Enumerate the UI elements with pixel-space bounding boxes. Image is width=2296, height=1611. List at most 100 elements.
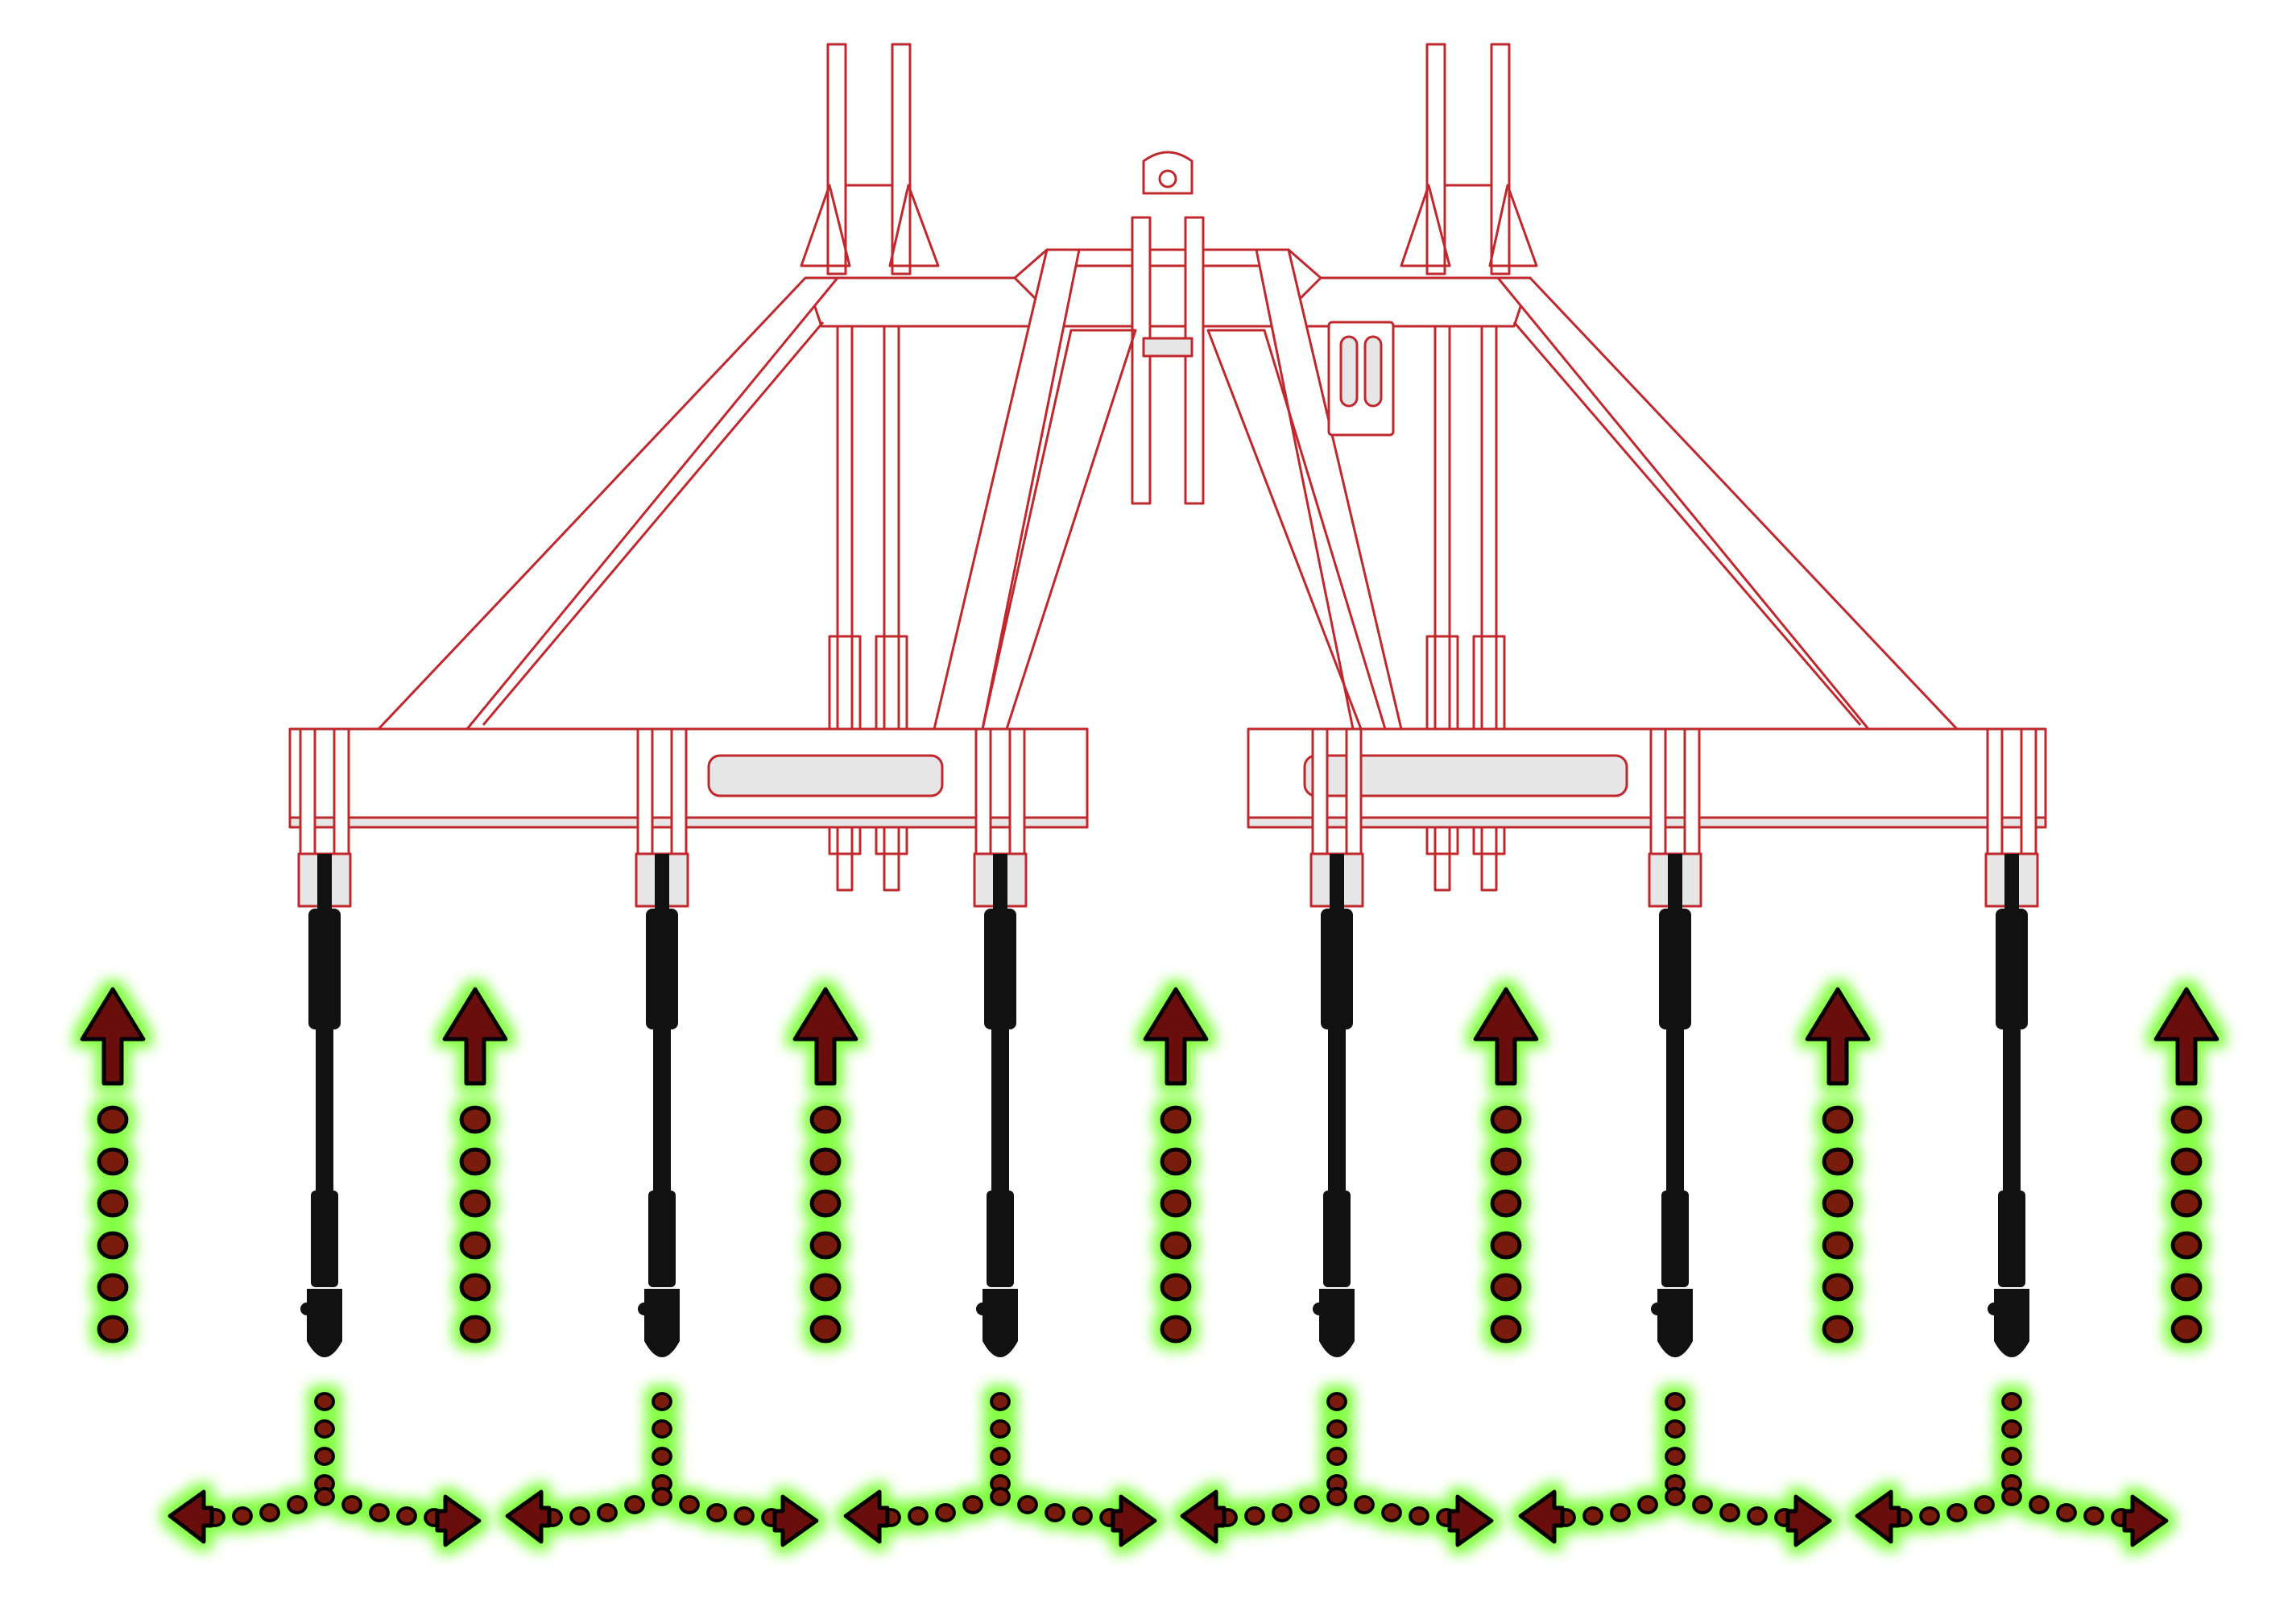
right-arrow-head — [2122, 1494, 2169, 1547]
dot-icon — [314, 1487, 335, 1506]
dot-icon — [1490, 1147, 1522, 1176]
right-arrow-head — [1785, 1494, 1832, 1547]
upward-arrow-icon — [1805, 987, 1871, 1344]
fork-arrow-icon — [843, 1392, 1157, 1547]
arrow-head — [1805, 987, 1871, 1086]
dot-icon — [1490, 1189, 1522, 1218]
left-diagonal-brace — [377, 276, 839, 731]
left-toolbar — [288, 727, 1089, 829]
upward-arrow-icon — [80, 987, 146, 1344]
dot-icon — [1665, 1447, 1686, 1466]
right-mast — [1400, 43, 1538, 275]
dot-icon — [2001, 1392, 2022, 1411]
top-link-hitch — [1131, 151, 1205, 505]
arrow-head — [442, 987, 508, 1086]
upward-arrow-icon — [1473, 987, 1539, 1344]
dot-icon — [1822, 1315, 1854, 1344]
dot-icon — [2083, 1506, 2104, 1526]
dot-icon — [962, 1495, 983, 1514]
dot-icon — [2001, 1419, 2022, 1439]
dot-icon — [2001, 1447, 2022, 1466]
arrow-head — [80, 987, 146, 1086]
arrow-head — [1473, 987, 1539, 1086]
dot-icon — [652, 1419, 672, 1439]
dot-icon — [706, 1503, 727, 1522]
left-arrow-head — [843, 1489, 890, 1544]
dot-icon — [809, 1315, 842, 1344]
dot-icon — [1160, 1273, 1192, 1302]
dot-icon — [459, 1189, 491, 1218]
dot-icon — [1326, 1487, 1347, 1506]
adjustment-plate — [1327, 321, 1395, 437]
arrow-head — [1143, 987, 1209, 1086]
right-diagonal-brace — [1496, 276, 1959, 731]
dot-icon — [1381, 1503, 1402, 1522]
upward-arrow-icon — [2153, 987, 2219, 1344]
dot-icon — [1072, 1506, 1093, 1526]
dot-icon — [2170, 1315, 2203, 1344]
left-mast — [800, 43, 940, 275]
dot-icon — [652, 1487, 672, 1506]
dot-icon — [679, 1495, 700, 1514]
dot-icon — [1490, 1315, 1522, 1344]
dot-icon — [1610, 1503, 1631, 1522]
dot-icon — [809, 1231, 842, 1260]
dot-icon — [597, 1503, 618, 1522]
dot-icon — [1822, 1189, 1854, 1218]
dot-icon — [2029, 1495, 2050, 1514]
dot-icon — [97, 1273, 129, 1302]
dot-icon — [990, 1447, 1011, 1466]
dot-icon — [1665, 1419, 1686, 1439]
dot-icon — [1665, 1487, 1686, 1506]
soil-motion-arrows — [80, 987, 2219, 1547]
dot-icon — [2170, 1105, 2203, 1134]
fork-arrow-icon — [1855, 1392, 2169, 1547]
dot-icon — [1160, 1315, 1192, 1344]
dot-icon — [1160, 1147, 1192, 1176]
dot-icon — [624, 1495, 645, 1514]
dot-icon — [97, 1189, 129, 1218]
dot-icon — [990, 1392, 1011, 1411]
fork-arrow-icon — [1180, 1392, 1494, 1547]
dot-icon — [97, 1315, 129, 1344]
dot-icon — [1490, 1273, 1522, 1302]
shank-icon — [1988, 854, 2029, 1357]
dot-icon — [809, 1147, 842, 1176]
dot-icon — [908, 1506, 929, 1526]
dot-icon — [2056, 1503, 2077, 1522]
left-arrow-head — [168, 1489, 214, 1544]
shank-icon — [1313, 854, 1355, 1357]
dot-icon — [1665, 1392, 1686, 1411]
dot-icon — [314, 1447, 335, 1466]
dot-icon — [1354, 1495, 1375, 1514]
dot-icon — [287, 1495, 308, 1514]
dot-icon — [97, 1231, 129, 1260]
shank-icon — [1651, 854, 1693, 1357]
dot-icon — [396, 1506, 417, 1526]
dot-icon — [1692, 1495, 1713, 1514]
dot-icon — [1637, 1495, 1658, 1514]
right-arrow-head — [435, 1494, 482, 1547]
dot-icon — [97, 1147, 129, 1176]
right-arrow-head — [1111, 1494, 1157, 1547]
dot-icon — [1490, 1105, 1522, 1134]
upper-cross-beam — [804, 248, 1532, 328]
dot-icon — [1747, 1506, 1768, 1526]
dot-icon — [1326, 1447, 1347, 1466]
dot-icon — [2170, 1147, 2203, 1176]
dot-icon — [459, 1147, 491, 1176]
dot-icon — [2001, 1487, 2022, 1506]
shank-clamp — [1984, 727, 2039, 908]
dot-icon — [990, 1487, 1011, 1506]
upward-arrow-icon — [1143, 987, 1209, 1344]
dot-icon — [809, 1105, 842, 1134]
dot-icon — [314, 1419, 335, 1439]
dot-icon — [259, 1503, 280, 1522]
dot-icon — [341, 1495, 362, 1514]
left-arrow-head — [505, 1489, 552, 1544]
left-arrow-head — [1518, 1489, 1565, 1544]
dot-icon — [652, 1447, 672, 1466]
dot-icon — [1582, 1506, 1603, 1526]
dot-icon — [1974, 1495, 1995, 1514]
fork-arrow-icon — [168, 1392, 482, 1547]
